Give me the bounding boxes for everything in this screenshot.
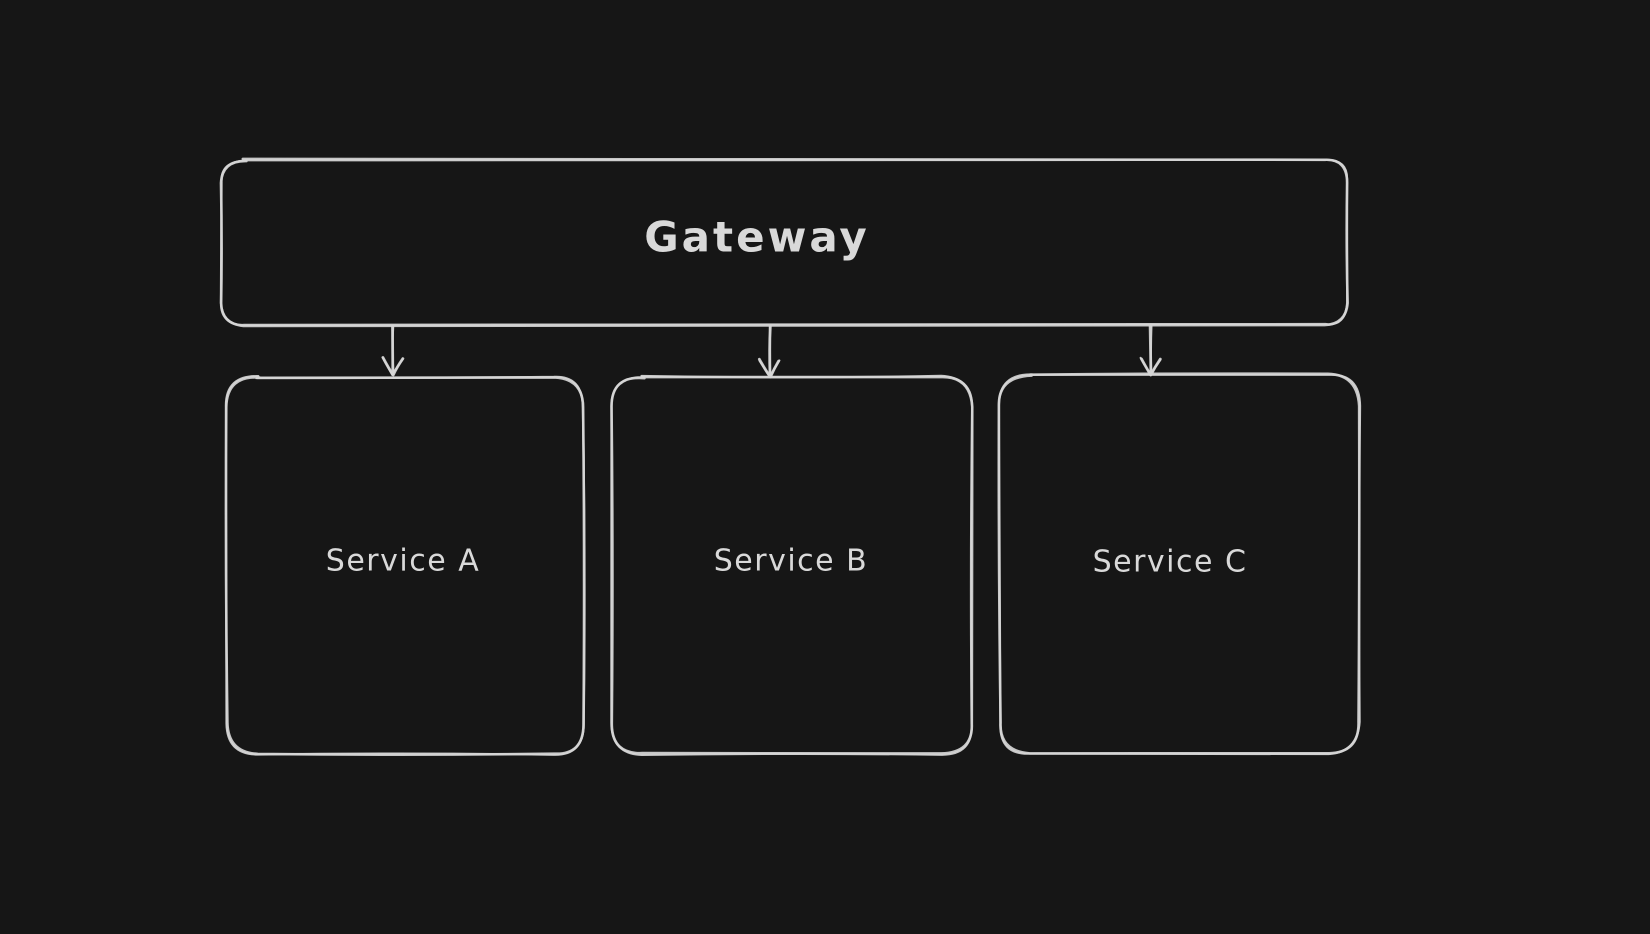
edge-gateway-service-c bbox=[1139, 324, 1162, 377]
service-b-node bbox=[610, 374, 974, 757]
sketch-stroke bbox=[758, 359, 781, 378]
edge-gateway-service-a bbox=[381, 324, 405, 377]
sketch-stroke bbox=[610, 374, 974, 757]
gateway-node-label: Gateway bbox=[644, 212, 870, 262]
service-b-node-label: Service B bbox=[713, 543, 869, 579]
edge-gateway-service-b bbox=[757, 324, 781, 379]
gateway-node bbox=[219, 157, 1349, 328]
sketch-stroke bbox=[381, 356, 404, 376]
sketch-stroke bbox=[219, 158, 1349, 326]
sketch-stroke bbox=[1139, 356, 1162, 376]
sketch-stroke bbox=[997, 373, 1362, 756]
service-c-node-label: Service C bbox=[1092, 544, 1248, 580]
service-a-node-label: Service A bbox=[325, 543, 481, 579]
service-c-node bbox=[997, 372, 1362, 756]
sketch-stroke bbox=[1149, 325, 1153, 375]
sketch-stroke bbox=[224, 375, 586, 756]
sketch-stroke bbox=[391, 325, 395, 375]
service-a-node bbox=[224, 375, 586, 756]
